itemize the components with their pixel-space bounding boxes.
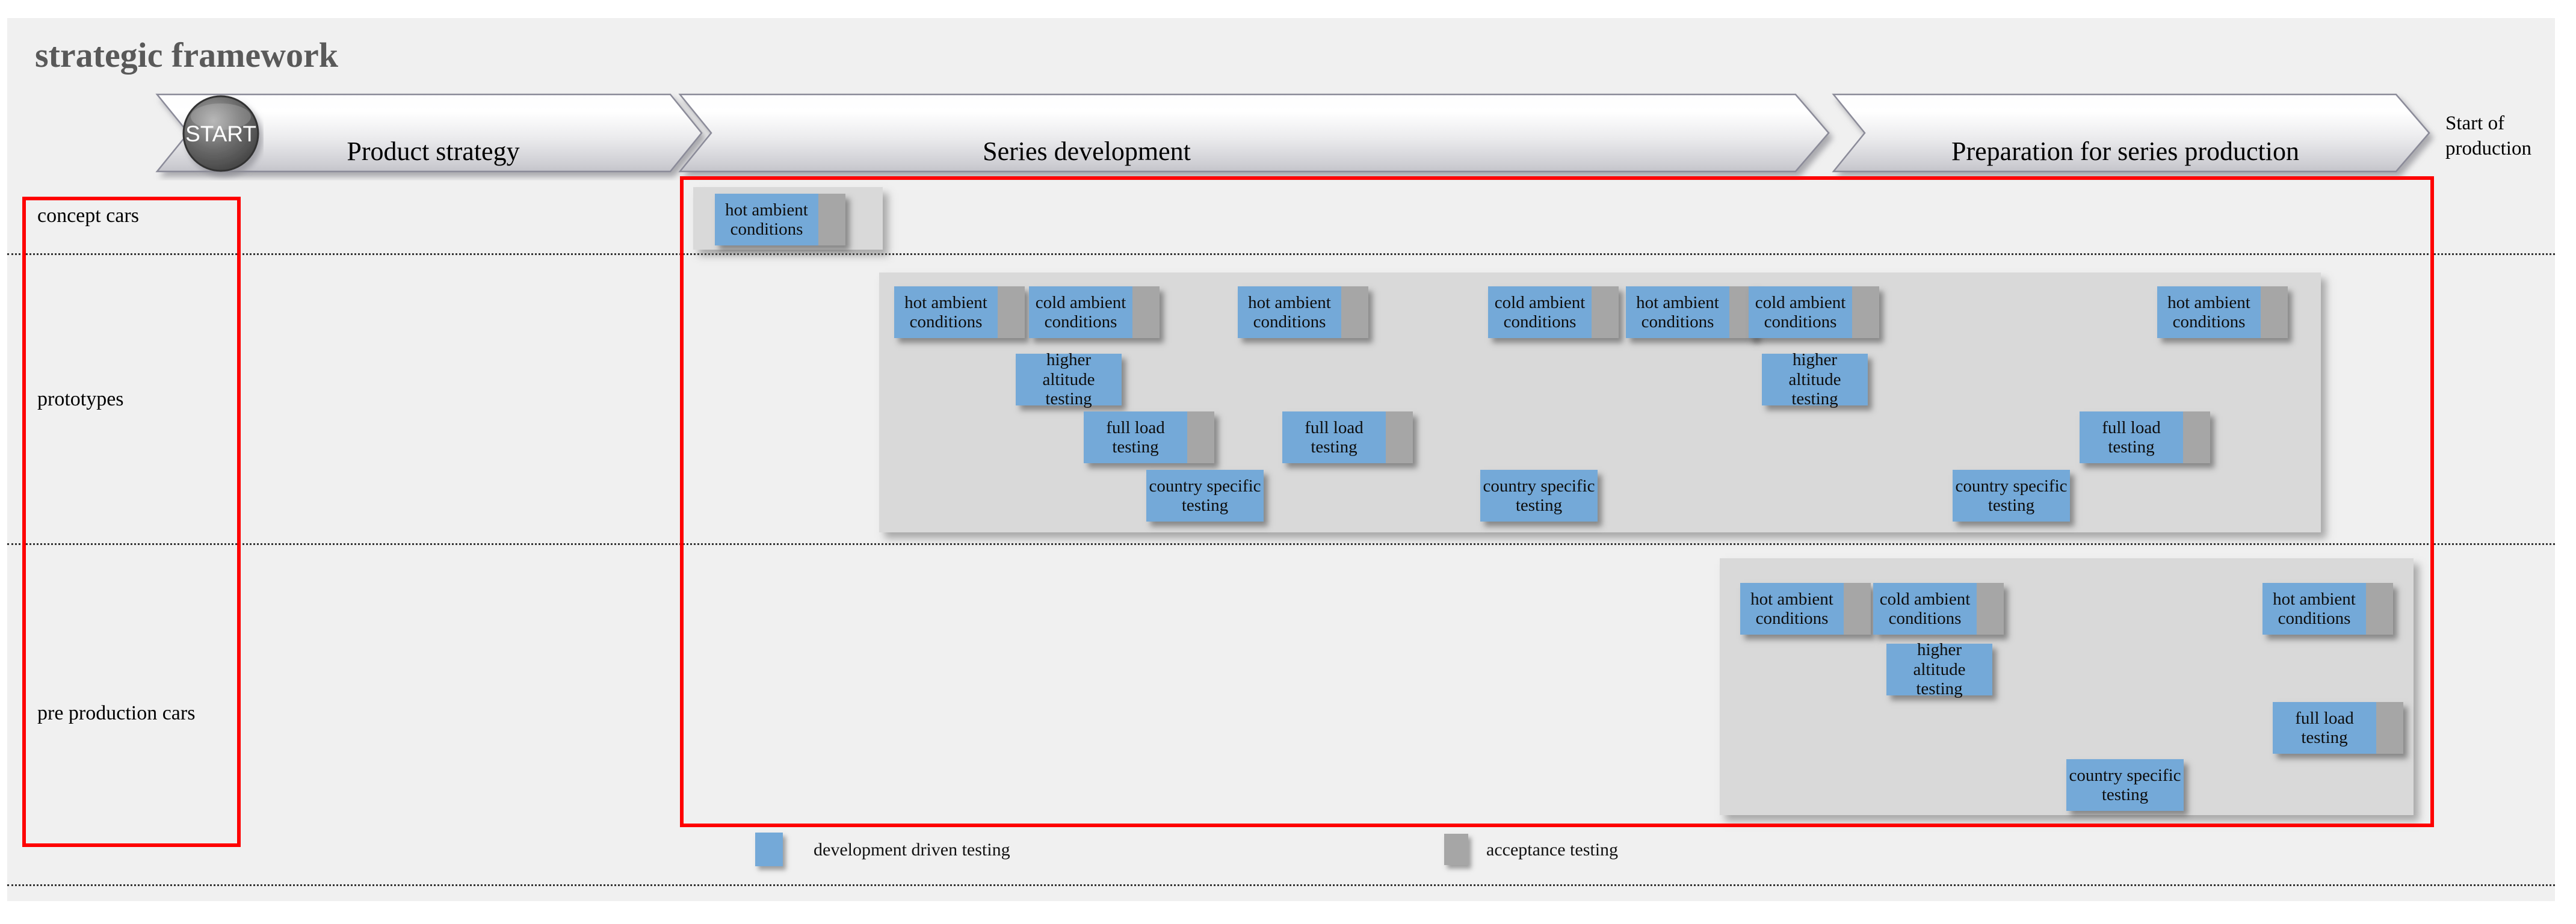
testing-block-country: country specific testing bbox=[2066, 759, 2184, 811]
testing-block-cold: cold ambient conditions bbox=[1488, 286, 1619, 338]
row-separator bbox=[7, 884, 2555, 886]
acceptance-strip bbox=[2366, 583, 2393, 635]
acceptance-strip bbox=[1386, 411, 1413, 463]
block-label: full load testing bbox=[2080, 411, 2183, 463]
legend-swatch-acceptance bbox=[1444, 834, 1468, 865]
acceptance-strip bbox=[818, 194, 845, 245]
acceptance-strip bbox=[1592, 286, 1619, 338]
testing-block-higher: higher altitude testing bbox=[1016, 350, 1122, 408]
start-label: START bbox=[185, 122, 256, 146]
row-separator bbox=[7, 543, 2555, 545]
block-label: hot ambient conditions bbox=[1238, 286, 1341, 338]
block-label: cold ambient conditions bbox=[1029, 286, 1132, 338]
acceptance-strip bbox=[1977, 583, 2004, 635]
acceptance-strip bbox=[1187, 411, 1214, 463]
legend-swatch-development bbox=[755, 833, 783, 866]
acceptance-strip bbox=[1132, 286, 1160, 338]
block-label: cold ambient conditions bbox=[1873, 583, 1977, 635]
phase-label-preparation: Preparation for series production bbox=[1951, 137, 2299, 166]
testing-block-hot: hot ambient conditions bbox=[1740, 583, 1871, 635]
block-label: higher altitude testing bbox=[1016, 350, 1122, 408]
testing-block-country: country specific testing bbox=[1953, 470, 2070, 522]
block-label: hot ambient conditions bbox=[715, 194, 818, 245]
testing-block-hot: hot ambient conditions bbox=[894, 286, 1025, 338]
legend-label-acceptance: acceptance testing bbox=[1486, 840, 1619, 860]
block-label: country specific testing bbox=[1480, 470, 1598, 522]
block-label: full load testing bbox=[1282, 411, 1386, 463]
testing-block-hot: hot ambient conditions bbox=[2157, 286, 2288, 338]
block-label: country specific testing bbox=[1953, 470, 2070, 522]
block-label: country specific testing bbox=[1146, 470, 1264, 522]
phase-label-product-strategy: Product strategy bbox=[347, 137, 520, 166]
testing-block-cold: cold ambient conditions bbox=[1029, 286, 1160, 338]
acceptance-strip bbox=[998, 286, 1025, 338]
testing-block-hot: hot ambient conditions bbox=[715, 194, 845, 245]
row-labels-frame bbox=[22, 197, 241, 847]
block-label: hot ambient conditions bbox=[894, 286, 998, 338]
testing-block-full: full load testing bbox=[1282, 411, 1413, 463]
testing-block-higher: higher altitude testing bbox=[1886, 640, 1992, 698]
testing-block-full: full load testing bbox=[2273, 702, 2403, 754]
block-label: higher altitude testing bbox=[1762, 350, 1868, 408]
acceptance-strip bbox=[1852, 286, 1879, 338]
block-label: higher altitude testing bbox=[1886, 640, 1992, 698]
block-label: country specific testing bbox=[2066, 759, 2184, 811]
phase-arrow-preparation bbox=[1832, 93, 2430, 173]
page-title: strategic framework bbox=[35, 35, 339, 75]
testing-block-full: full load testing bbox=[1084, 411, 1214, 463]
testing-block-hot: hot ambient conditions bbox=[1238, 286, 1368, 338]
testing-block-hot: hot ambient conditions bbox=[2262, 583, 2393, 635]
acceptance-strip bbox=[2183, 411, 2210, 463]
testing-block-cold: cold ambient conditions bbox=[1873, 583, 2004, 635]
acceptance-strip bbox=[1844, 583, 1871, 635]
block-label: cold ambient conditions bbox=[1749, 286, 1852, 338]
testing-block-country: country specific testing bbox=[1480, 470, 1598, 522]
testing-block-hot: hot ambient conditions bbox=[1626, 286, 1756, 338]
block-label: cold ambient conditions bbox=[1488, 286, 1592, 338]
content-frame bbox=[680, 176, 2434, 827]
start-of-production-label: Start of production bbox=[2445, 112, 2531, 160]
testing-block-full: full load testing bbox=[2080, 411, 2210, 463]
timeline-arrows: START bbox=[155, 93, 2430, 173]
acceptance-strip bbox=[1341, 286, 1368, 338]
testing-block-higher: higher altitude testing bbox=[1762, 350, 1868, 408]
row-label-pre-production-cars: pre production cars bbox=[37, 702, 196, 724]
block-label: hot ambient conditions bbox=[1740, 583, 1844, 635]
row-label-concept-cars: concept cars bbox=[37, 205, 139, 227]
phase-label-series-development: Series development bbox=[983, 137, 1191, 166]
acceptance-strip bbox=[2376, 702, 2403, 754]
testing-block-country: country specific testing bbox=[1146, 470, 1264, 522]
row-label-prototypes: prototypes bbox=[37, 388, 124, 410]
block-label: full load testing bbox=[2273, 702, 2376, 754]
acceptance-strip bbox=[2261, 286, 2288, 338]
start-badge bbox=[182, 95, 259, 172]
block-label: hot ambient conditions bbox=[2262, 583, 2366, 635]
row-separator bbox=[7, 253, 2555, 255]
legend-label-development: development driven testing bbox=[814, 840, 1010, 860]
slide-canvas: strategic framework bbox=[7, 18, 2555, 901]
block-label: full load testing bbox=[1084, 411, 1187, 463]
testing-block-cold: cold ambient conditions bbox=[1749, 286, 1879, 338]
block-label: hot ambient conditions bbox=[2157, 286, 2261, 338]
block-label: hot ambient conditions bbox=[1626, 286, 1729, 338]
phase-arrow-series-development bbox=[678, 93, 1830, 173]
